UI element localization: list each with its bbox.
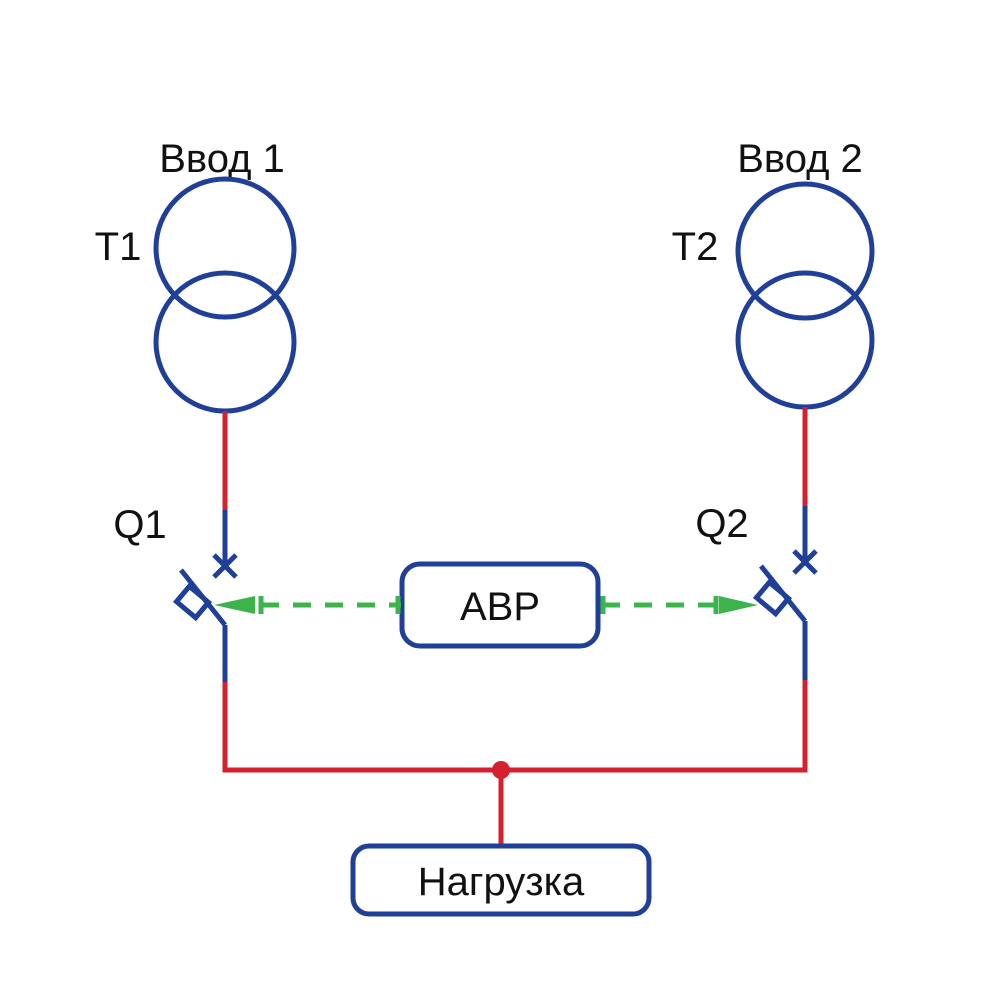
transformer-2-label: T2 (672, 225, 719, 269)
control-link-right (600, 596, 758, 614)
input-1-label: Ввод 1 (159, 137, 285, 181)
control-link-left (214, 596, 401, 614)
breaker-2-actuator (752, 578, 793, 618)
transformer-1-symbol (153, 176, 297, 414)
input-2-label: Ввод 2 (737, 137, 863, 181)
control-link-right-arrowhead (719, 596, 758, 614)
breaker-1-label: Q1 (113, 503, 166, 547)
transformer-2-symbol (735, 181, 875, 410)
breaker-2-label: Q2 (695, 502, 748, 546)
load-label: Нагрузка (418, 860, 585, 904)
breaker-1-actuator (172, 582, 213, 622)
breaker-2-symbol (752, 549, 818, 680)
ats-controller-label: АВР (460, 585, 540, 629)
transformer-1-primary-winding (153, 176, 297, 320)
transformer-1-secondary-winding (153, 270, 297, 414)
load-box (350, 843, 652, 917)
transformer-2-primary-winding (735, 181, 875, 321)
load-bus-line (222, 680, 808, 773)
breaker-2-contact-mark-b (792, 549, 818, 575)
transformer-1-label: T1 (95, 225, 142, 269)
ats-controller-box (399, 561, 601, 649)
control-link-left-arrowhead (214, 596, 255, 614)
transformer-2-secondary-winding (735, 270, 875, 410)
breaker-1-symbol (172, 553, 238, 682)
breaker-1-contact-mark-b (212, 553, 238, 579)
